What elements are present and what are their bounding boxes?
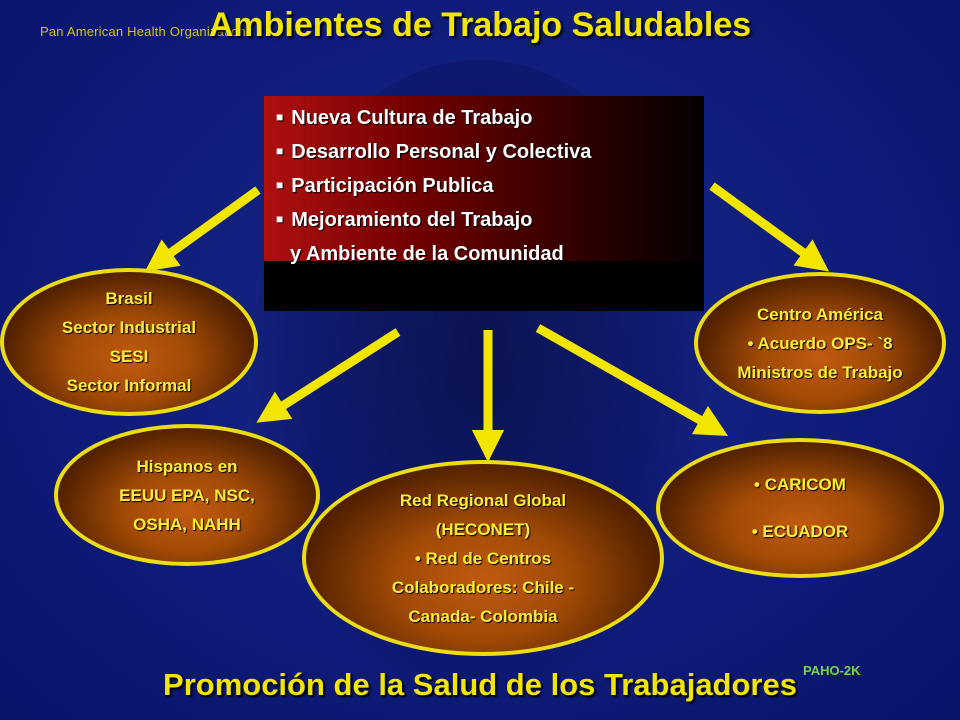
oval-hispanos: Hispanos en EEUU EPA, NSC, OSHA, NAHH	[54, 424, 320, 566]
oval-centro-america: Centro América • Acuerdo OPS- `8 Ministr…	[694, 272, 946, 414]
square-bullet-icon: ■	[276, 110, 284, 124]
footer-title: Promoción de la Salud de los Trabajadore…	[163, 667, 797, 702]
objective-item: ■Participación Publica	[276, 175, 494, 197]
arrow-to-hispanos	[256, 328, 401, 423]
arrow-to-caricom	[535, 324, 729, 437]
organization-label: Pan American Health Organization	[40, 24, 246, 39]
oval-red-regional: Red Regional Global (HECONET) • Red de C…	[302, 460, 664, 656]
center-objectives-box: ■Nueva Cultura de Trabajo ■Desarrollo Pe…	[264, 96, 704, 311]
oval-brasil: Brasil Sector Industrial SESI Sector Inf…	[0, 268, 258, 416]
square-bullet-icon: ■	[276, 178, 284, 192]
slide-code: PAHO-2K	[803, 663, 861, 678]
objective-item: ■Nueva Cultura de Trabajo	[276, 107, 533, 129]
slide-title: Ambientes de Trabajo Saludables	[208, 6, 752, 44]
arrow-to-centro-america	[709, 182, 830, 272]
arrow-to-brasil	[144, 186, 261, 272]
oval-caricom-ecuador: • CARICOM • ECUADOR	[656, 438, 944, 578]
objective-item-continuation: y Ambiente de la Comunidad	[290, 243, 564, 265]
square-bullet-icon: ■	[276, 144, 284, 158]
objective-item: ■Desarrollo Personal y Colectiva	[276, 141, 592, 163]
objectives-list: ■Nueva Cultura de Trabajo ■Desarrollo Pe…	[276, 102, 591, 270]
objective-item: ■Mejoramiento del Trabajo	[276, 209, 533, 231]
square-bullet-icon: ■	[276, 212, 284, 226]
center-box-shadow-band	[264, 261, 704, 311]
